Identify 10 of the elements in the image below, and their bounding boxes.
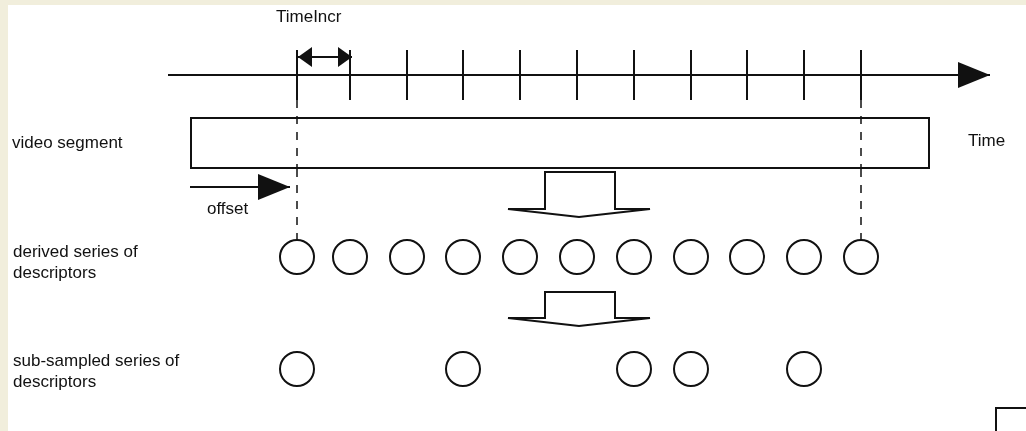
dimension-label: TimeIncr xyxy=(276,6,342,27)
connector-line xyxy=(296,168,298,240)
block-arrow xyxy=(507,171,651,218)
arrow-label: offset xyxy=(207,198,249,219)
connector-line xyxy=(860,168,862,240)
row-label: derived series of descriptors xyxy=(13,241,139,283)
row-label: sub-sampled series of descriptors xyxy=(13,350,181,392)
row-label: video segment xyxy=(12,132,123,153)
block-arrow xyxy=(507,291,651,327)
axis-label: Time xyxy=(968,130,1006,151)
